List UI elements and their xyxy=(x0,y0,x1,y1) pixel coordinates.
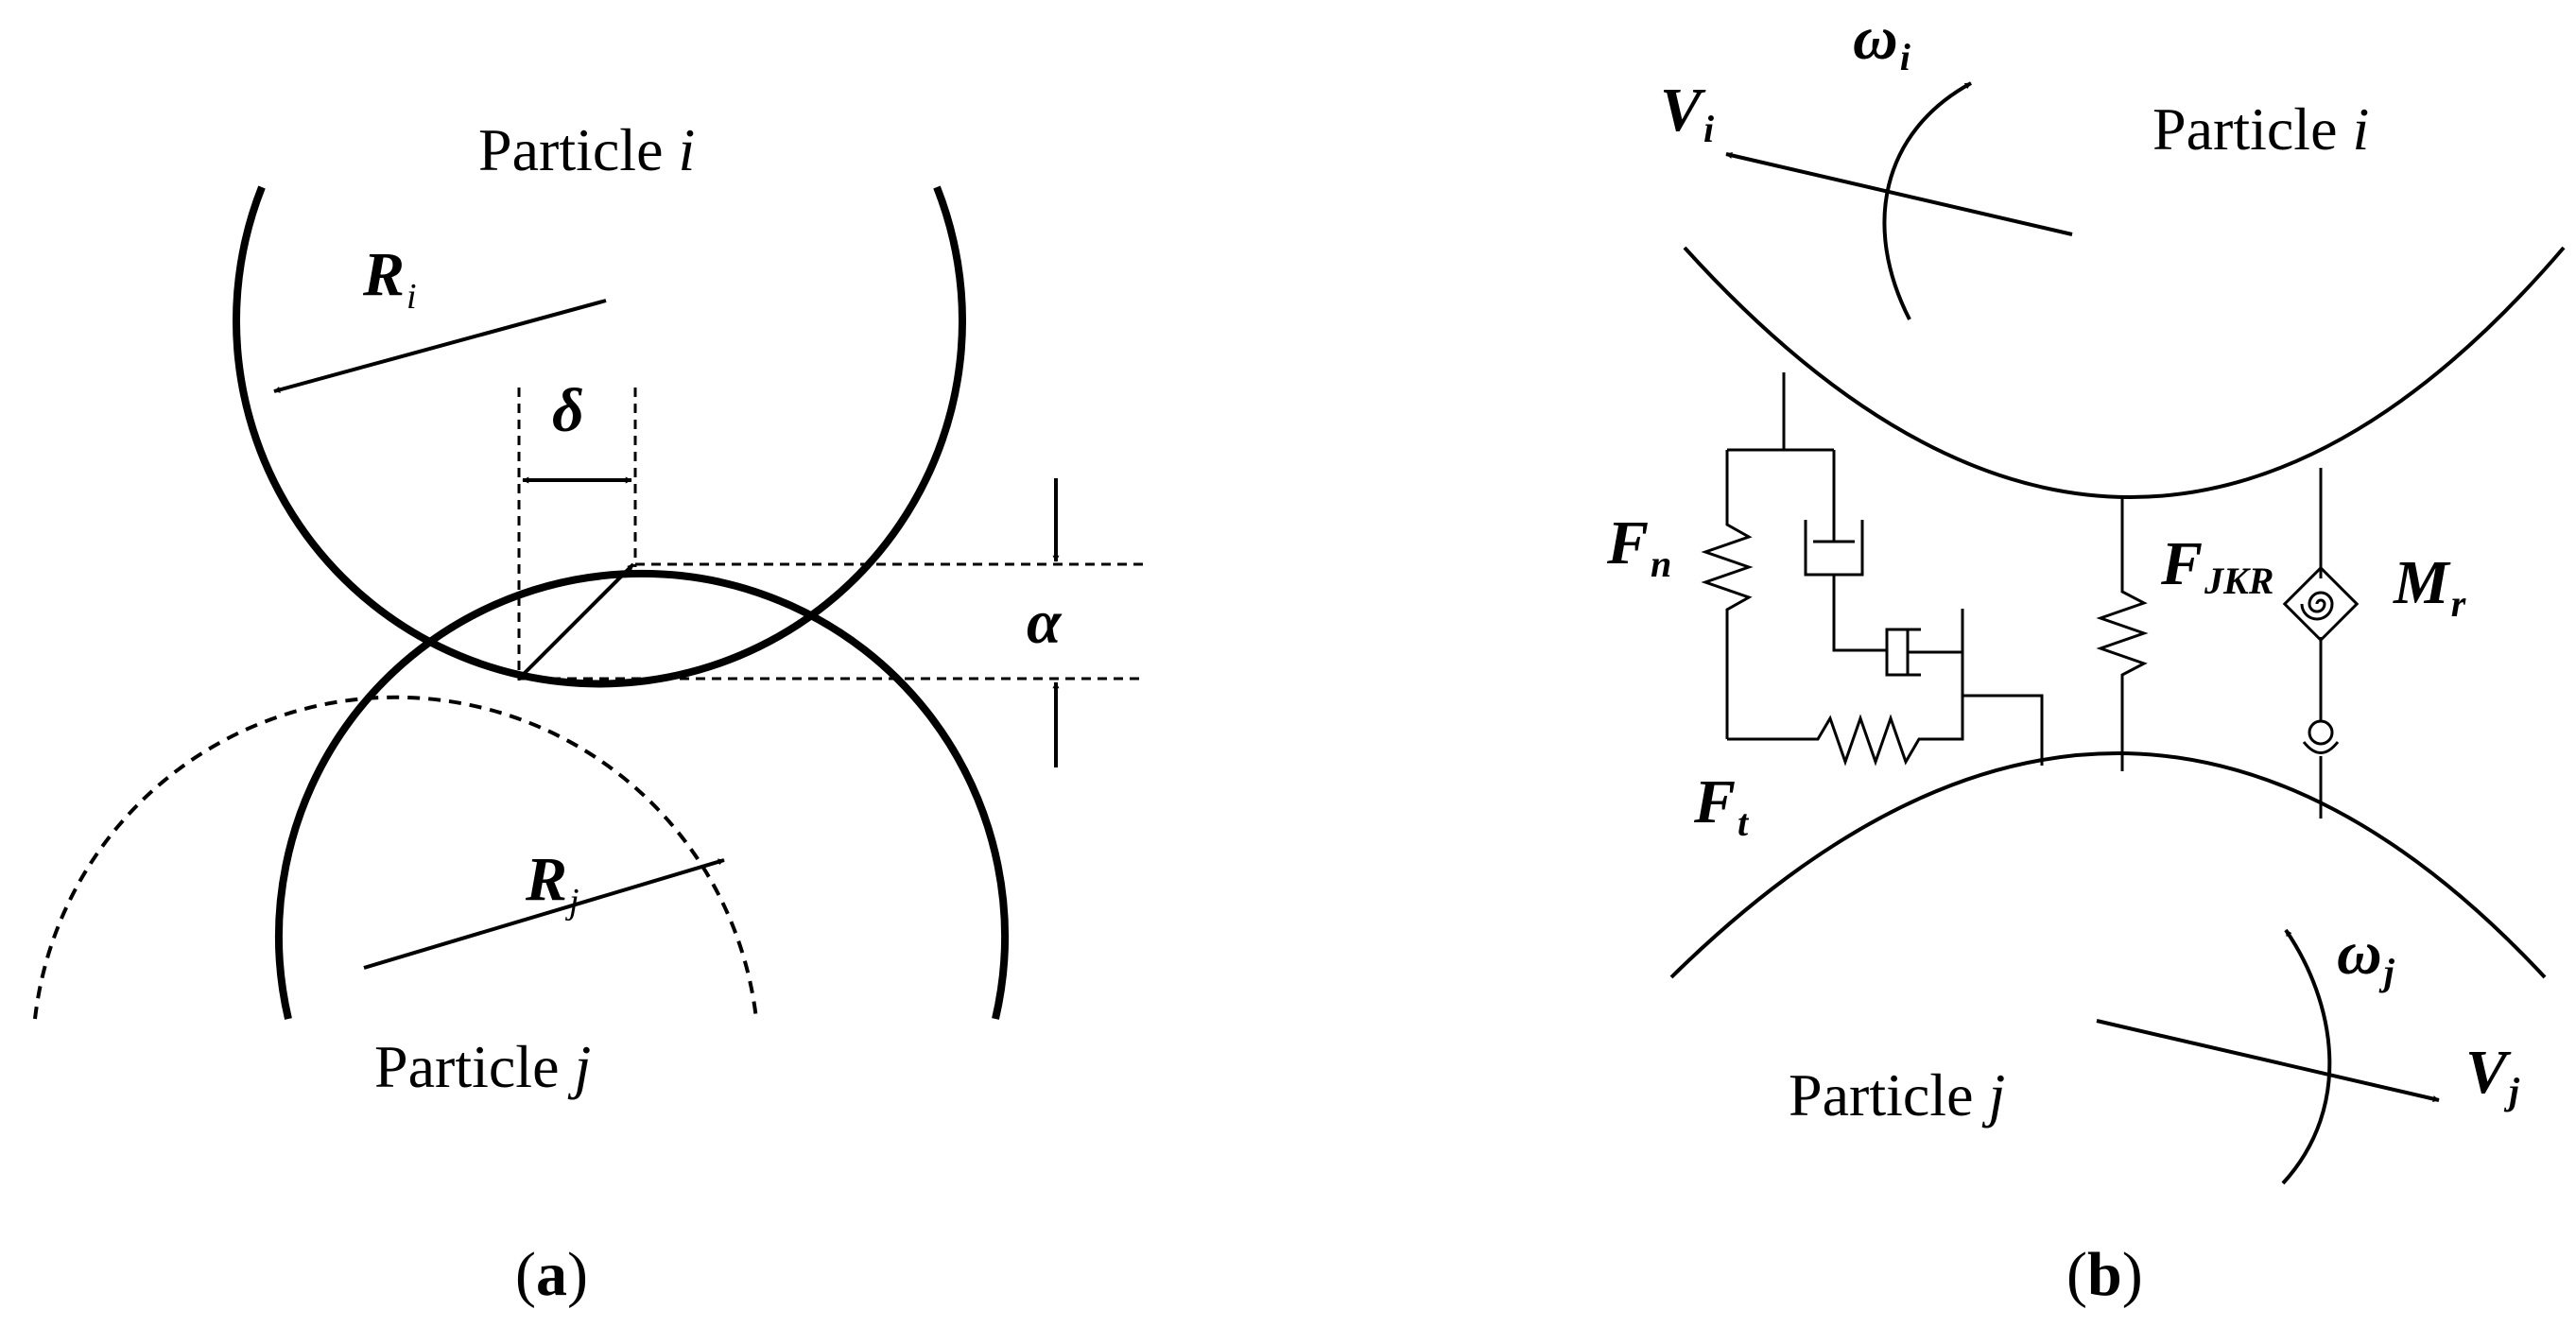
damper-2-piston-rod xyxy=(1906,629,1962,675)
panel-a: Particle i Particle j Ri Rj δ α (a) xyxy=(33,116,1146,1309)
rolling-element-ball xyxy=(2308,719,2334,746)
particle-j-original-dashed-circle xyxy=(33,695,758,1020)
rolling-element-diamond xyxy=(2282,565,2360,643)
tangential-spring xyxy=(1727,696,1964,767)
particle-j-circle xyxy=(275,570,1009,1020)
alpha-label: α xyxy=(1027,588,1063,657)
panel-b: Particle i Particle j Vi Vj ωi ωj Fn Ft … xyxy=(1606,4,2566,1309)
force-n-label: Fn xyxy=(1606,508,1671,585)
caption-a: (a) xyxy=(515,1240,588,1309)
omega-i-label: ωi xyxy=(1853,4,1910,78)
omega-j-label: ωj xyxy=(2337,919,2395,993)
particle-j-label-b: Particle j xyxy=(1789,1061,2005,1129)
normal-spring xyxy=(1701,450,1754,739)
velocity-j-arrow xyxy=(2096,1019,2440,1102)
radius-j-label: Rj xyxy=(525,845,579,922)
particle-i-circle xyxy=(233,185,966,688)
delta-label: δ xyxy=(552,376,584,445)
omega-j-curved-arrow xyxy=(2281,928,2332,1185)
velocity-i-arrow xyxy=(1725,152,2073,236)
particle-i-label-b: Particle i xyxy=(2152,95,2369,163)
force-jkr-label: FJKR xyxy=(2160,529,2273,602)
damper-1-rod-bottom xyxy=(1832,575,1887,652)
overlap-arrow xyxy=(517,562,635,681)
velocity-j-label: Vj xyxy=(2465,1038,2520,1112)
particle-j-arc xyxy=(1669,751,2547,979)
moment-r-label: Mr xyxy=(2393,548,2466,625)
caption-b: (b) xyxy=(2066,1240,2143,1309)
radius-j-arrow xyxy=(363,858,725,970)
particle-i-label: Particle i xyxy=(478,116,695,183)
particle-i-arc xyxy=(1683,246,2566,499)
radius-i-label: Ri xyxy=(362,240,417,317)
rolling-element-spiral xyxy=(2300,591,2334,621)
contact-network xyxy=(1701,372,2360,819)
network-right-link xyxy=(1962,694,2044,766)
jkr-spring xyxy=(2096,495,2149,771)
rolling-element-socket xyxy=(2302,741,2340,754)
radius-i-arrow xyxy=(273,299,607,393)
omega-i-curved-arrow xyxy=(1882,81,1972,320)
damper-2-cylinder xyxy=(1885,628,1921,677)
particle-j-label: Particle j xyxy=(374,1033,591,1100)
velocity-i-label: Vi xyxy=(1660,76,1714,150)
force-t-label: Ft xyxy=(1693,767,1750,844)
